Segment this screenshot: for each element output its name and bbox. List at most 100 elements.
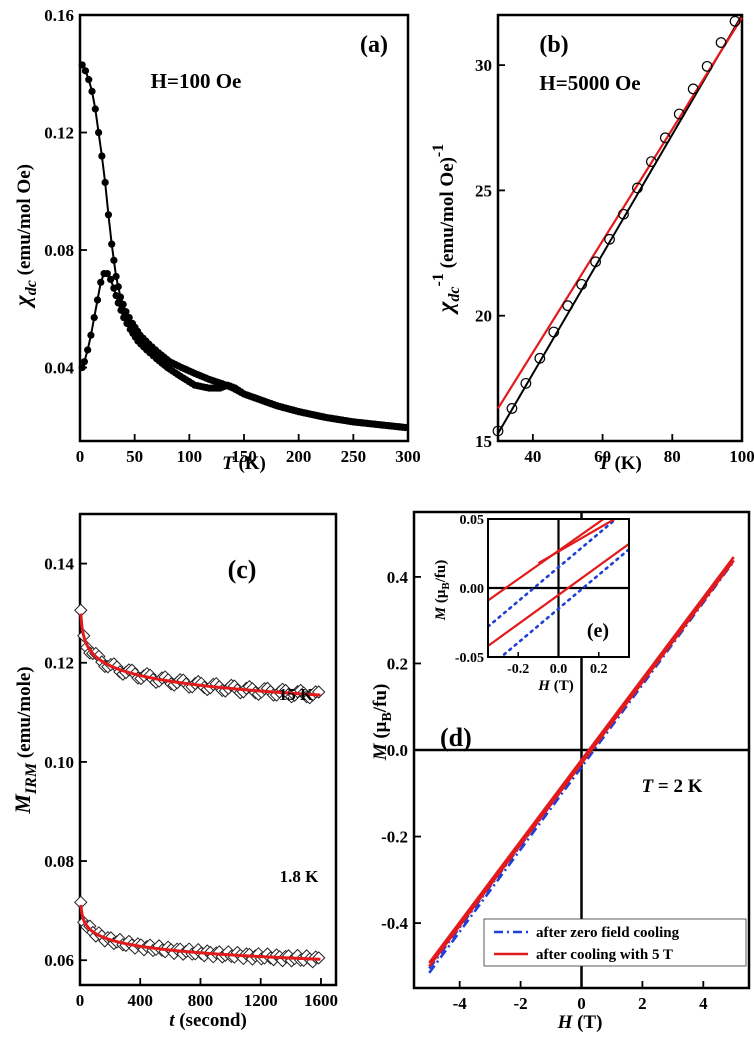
data-point [673,108,685,120]
x-tick-label: -2 [514,994,528,1013]
y-tick-label: 0.06 [44,951,74,970]
data-point [401,423,409,432]
data-point [645,156,657,167]
y-tick-label: 0.0 [387,741,408,760]
y-tick-label: 0.12 [44,123,74,142]
plot-frame [496,13,744,443]
data-point [112,291,120,300]
y-tick-label: 0.00 [460,582,485,597]
x-tick-label: -0.2 [507,662,529,677]
x-axis-label: T (K) [222,453,266,474]
data-point [117,306,125,314]
data-point [120,314,128,322]
y-axis-label: χdc (emu/mol Oe) [10,164,40,309]
y-tick-label: -0.2 [381,827,408,846]
data-point [311,685,326,699]
data-point [110,256,118,264]
data-point [506,403,518,414]
data-point [659,132,671,144]
temperature-annotation: T = 2 K [642,776,703,797]
x-tick-label: 40 [524,447,541,466]
x-axis-label: H (T) [537,678,573,694]
x-tick-label: 0 [577,994,586,1013]
y-tick-label: 0.10 [44,753,74,772]
series-line [81,272,409,429]
data-point [125,314,133,322]
panel-label: (b) [539,32,568,58]
data-point [87,331,95,339]
x-tick-label: 400 [127,991,153,1010]
x-tick-label: 50 [126,447,143,466]
data-point [90,314,98,322]
data-point [80,358,88,366]
y-axis-label: MIRM (emu/mole) [10,666,40,814]
data-point [715,37,727,48]
data-point [97,278,105,286]
y-tick-label: 30 [475,56,492,75]
data-point [562,300,574,312]
fit-line [79,613,321,697]
data-point [107,275,115,284]
inset-branch [499,548,629,657]
fit-line-black [497,14,743,434]
x-tick-label: 2 [638,994,647,1013]
loop-branch [428,556,735,964]
panel-label: (c) [228,555,257,584]
data-point [632,182,643,194]
data-point [114,299,122,307]
x-tick-label: 300 [395,447,421,466]
data-point [84,346,92,354]
data-point [687,83,699,95]
y-tick-label: 0.12 [44,654,74,673]
field-annotation: H=5000 Oe [539,71,640,95]
x-tick-label: 250 [341,447,367,466]
x-tick-label: 200 [286,447,312,466]
data-point [103,269,111,278]
data-point [604,233,615,245]
y-tick-label: -0.4 [381,914,408,933]
legend-label: after zero field cooling [536,925,680,941]
series-line [81,64,409,429]
data-point [104,211,113,219]
y-axis-label: χdc-1 (emu/mol Oe)-1 [430,144,463,316]
x-tick-label: 100 [177,447,203,466]
series-label: 15 K [279,685,314,704]
y-tick-label: 0.04 [44,359,74,378]
legend: after zero field cooling after cooling wi… [483,918,747,967]
data-point [112,272,120,281]
inset-branch [488,542,629,647]
data-point [78,61,86,69]
series-label: 1.8 K [280,867,320,886]
data-point [110,284,118,292]
data-point [576,278,588,290]
data-point [520,377,532,389]
data-point [701,60,713,72]
y-tick-label: 20 [475,307,492,326]
panel-label: (d) [440,723,472,752]
legend-box [483,918,747,967]
x-tick-label: 800 [188,991,214,1010]
x-tick-label: 4 [699,994,708,1013]
x-axis-label: T (K) [598,453,642,474]
x-tick-label: 100 [729,447,754,466]
data-point [91,105,99,113]
panel-label: (a) [360,32,388,58]
loop-branch [428,559,735,968]
y-tick-label: -0.05 [455,651,484,666]
data-point [101,178,109,187]
data-point [548,326,560,338]
x-tick-label: 0 [76,991,85,1010]
y-axis-label: M (μB/fu) [433,560,452,621]
plot-frame [78,512,338,987]
data-point [85,76,93,84]
y-tick-label: 15 [475,432,492,451]
legend-label: after cooling with 5 T [536,947,673,963]
x-tick-label: -4 [453,994,468,1013]
inset-branch [488,519,618,628]
data-point [88,87,96,95]
y-tick-label: 0.14 [44,555,74,574]
x-axis-label: H (T) [557,1012,603,1033]
